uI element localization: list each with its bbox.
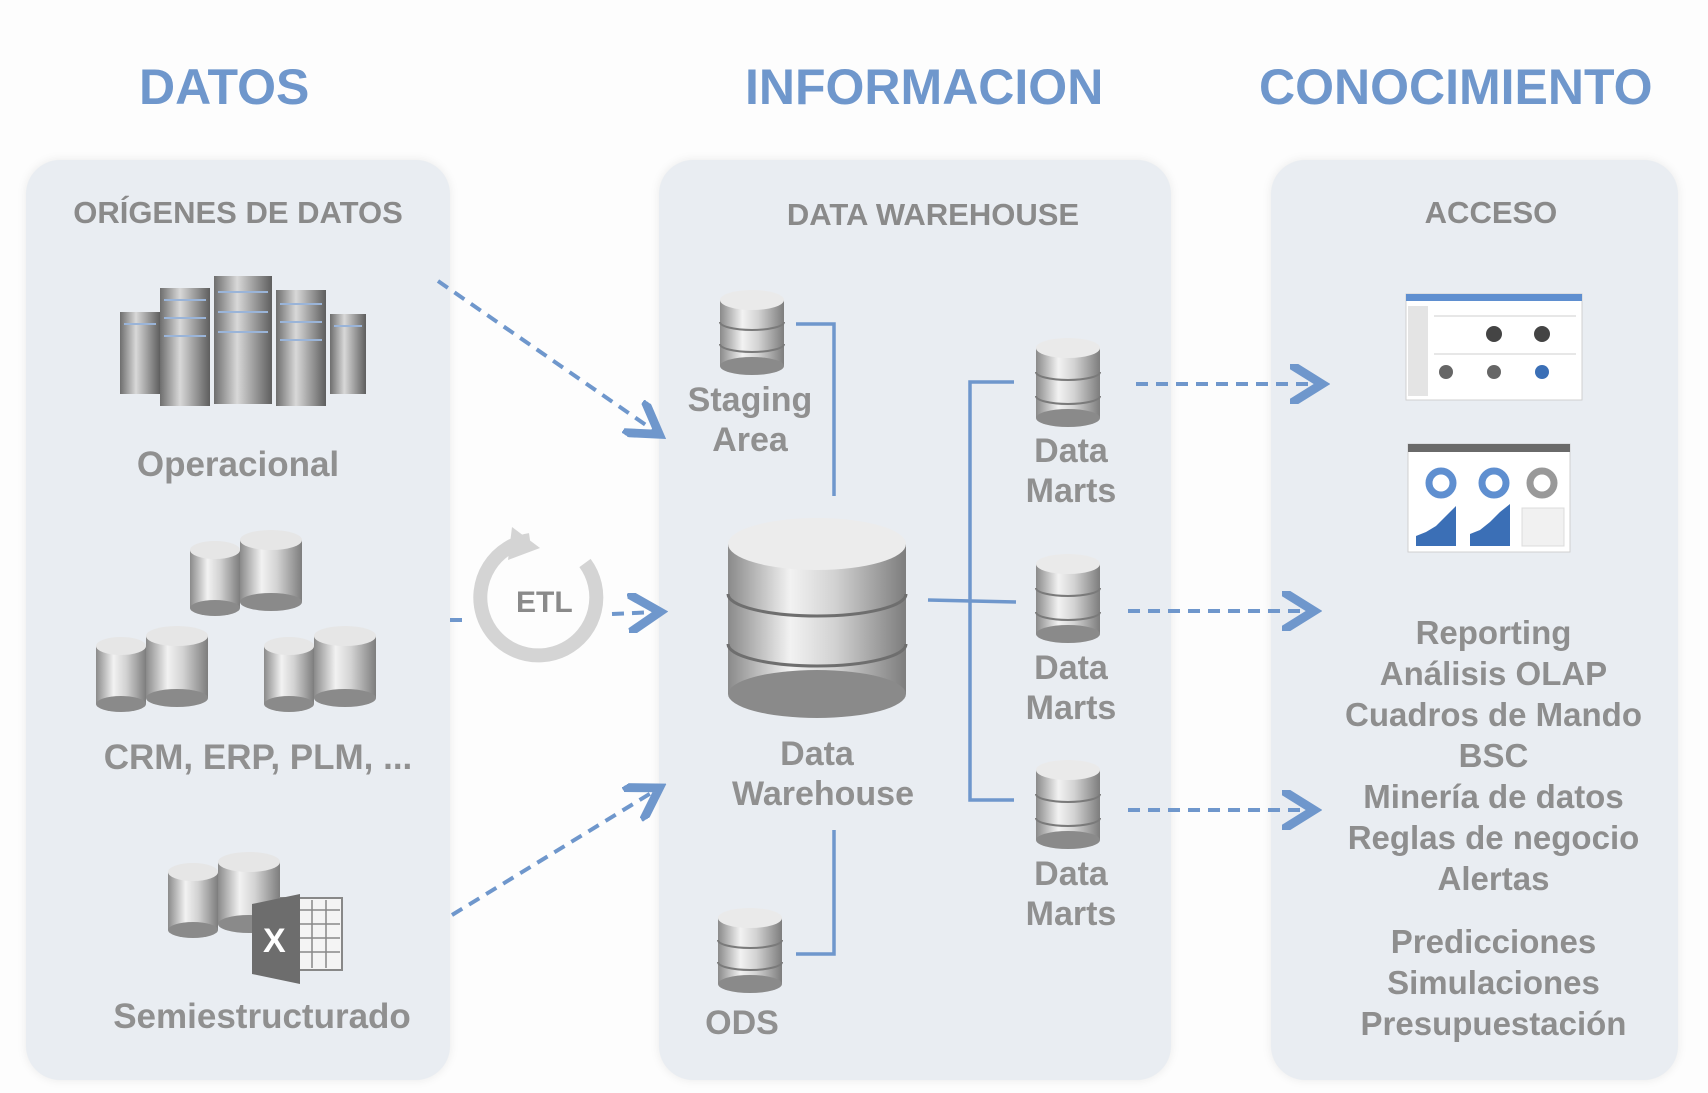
access-item: Cuadros de Mando <box>1344 696 1643 733</box>
data-mart-database-icon-2 <box>1035 554 1101 643</box>
panel-title-origenes: ORÍGENES DE DATOS <box>73 195 403 230</box>
access-item: Alertas <box>1437 860 1550 897</box>
access-item: Simulaciones <box>1387 964 1600 1001</box>
server-rack-icon <box>120 276 366 406</box>
label-data-marts-2: Data Marts <box>1025 649 1117 727</box>
panel-title-acceso: ACCESO <box>1424 195 1558 230</box>
etl-cycle-arrow <box>473 533 604 663</box>
heading-conocimiento: CONOCIMIENTO <box>1259 59 1653 115</box>
access-item: Presupuestación <box>1360 1005 1627 1042</box>
database-cluster-icon <box>96 530 376 712</box>
etl-label: ETL <box>516 586 573 619</box>
panel-title-data-warehouse: DATA WAREHOUSE <box>786 197 1080 232</box>
ods-database-icon <box>717 908 783 993</box>
heading-datos: DATOS <box>139 59 310 115</box>
access-item: Reporting <box>1415 614 1572 651</box>
database-excel-icon: X <box>168 852 343 984</box>
dashboard-thumbnail-1 <box>1405 293 1583 401</box>
dashboard-thumbnail-2 <box>1407 443 1571 553</box>
heading-informacion: INFORMACION <box>745 59 1104 115</box>
access-item: Predicciones <box>1390 923 1597 960</box>
label-staging-area: Staging Area <box>687 381 813 459</box>
data-mart-database-icon-1 <box>1035 338 1101 427</box>
staging-database-icon <box>719 290 785 375</box>
data-warehouse-database-icon <box>726 518 908 718</box>
label-data-marts-3: Data Marts <box>1025 855 1117 933</box>
access-item: Reglas de negocio <box>1347 819 1640 856</box>
label-ods: ODS <box>705 1004 779 1042</box>
excel-x-letter: X <box>263 922 286 960</box>
label-semiestructurado: Semiestructurado <box>113 997 411 1036</box>
access-item: Análisis OLAP <box>1379 655 1608 692</box>
data-mart-database-icon-3 <box>1035 760 1101 849</box>
access-item: Minería de datos <box>1363 778 1624 815</box>
access-item: BSC <box>1458 737 1529 774</box>
arrow-etl <box>611 612 656 614</box>
label-crm-erp-plm: CRM, ERP, PLM, ... <box>103 738 413 777</box>
arrow-semiestructurado <box>450 790 656 917</box>
label-data-warehouse: Data Warehouse <box>732 735 915 813</box>
label-data-marts-1: Data Marts <box>1025 432 1117 510</box>
arrow-operacional <box>436 279 656 432</box>
label-operacional: Operacional <box>136 445 340 484</box>
access-capabilities-list: Reporting Análisis OLAP Cuadros de Mando… <box>1271 612 1708 1044</box>
